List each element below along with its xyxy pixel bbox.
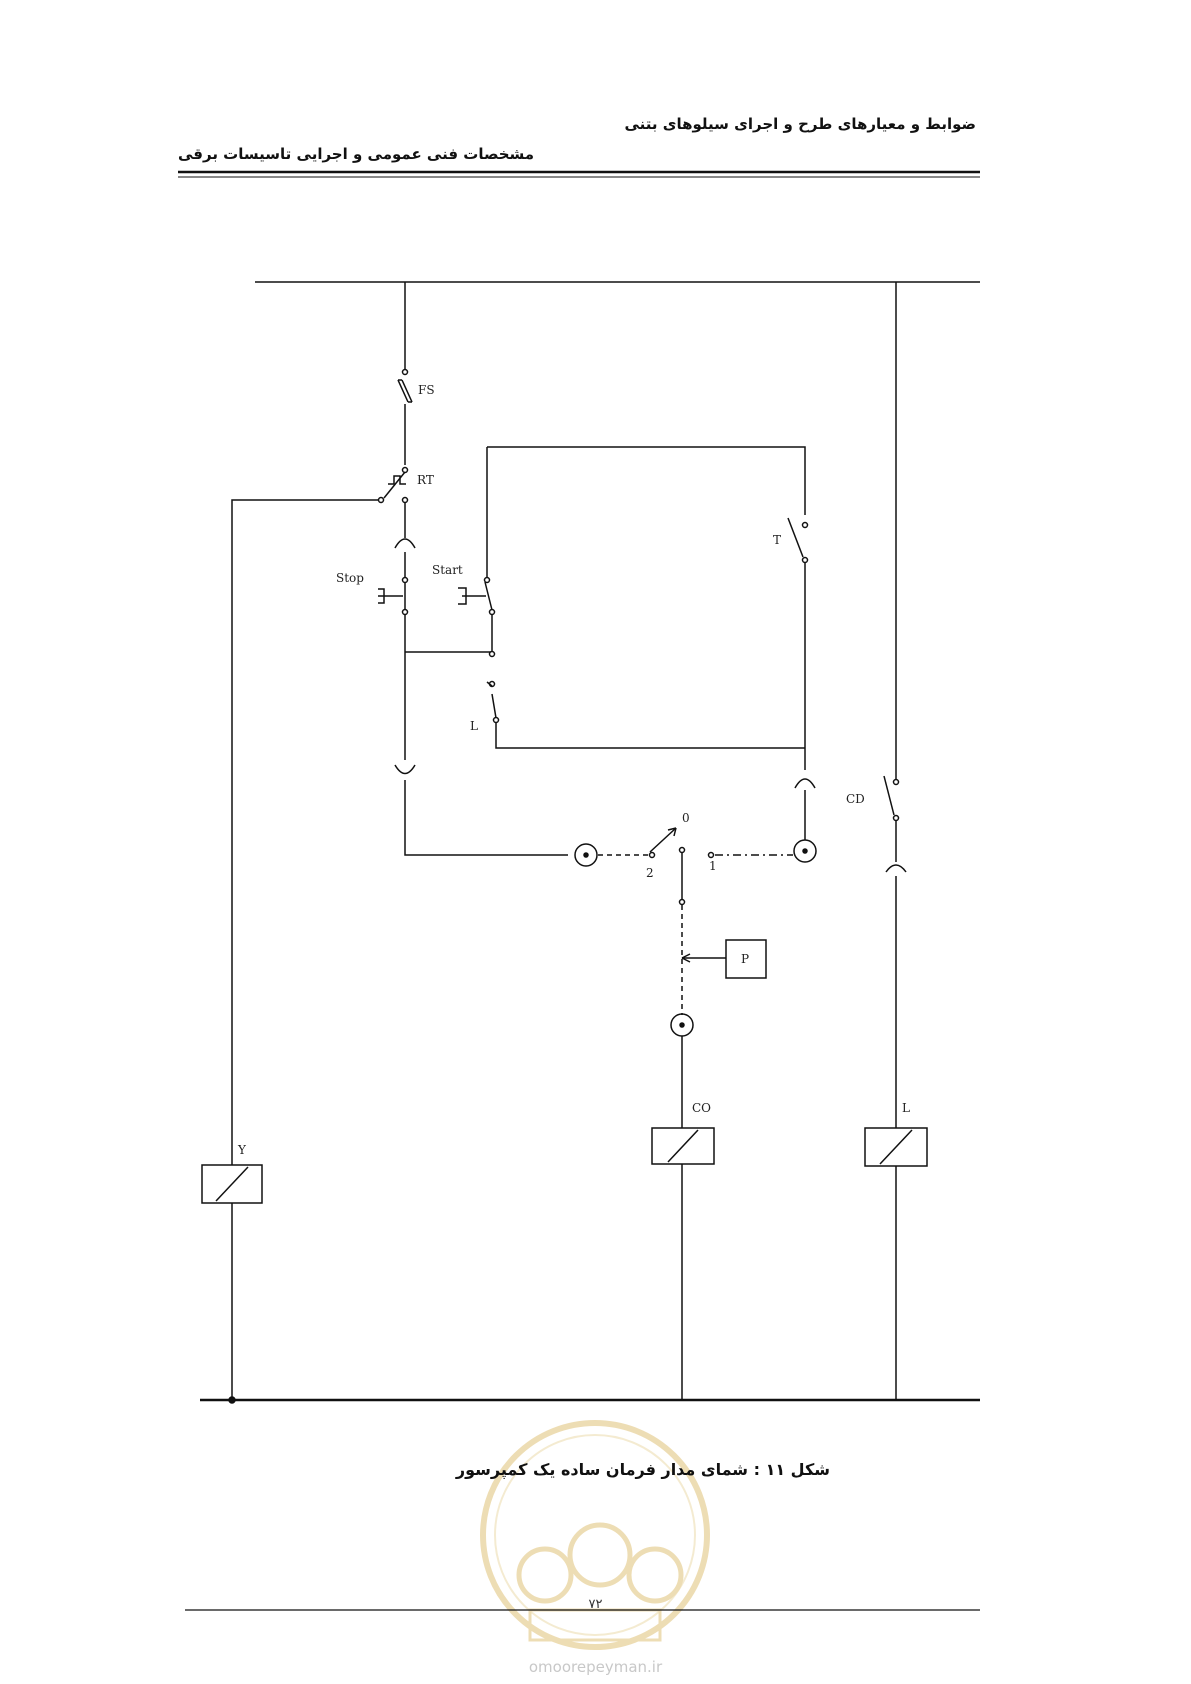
label-selector-1: 1 [709,859,717,873]
wire-to-selector [404,780,568,856]
terminal-left [574,843,598,867]
terminal-right [793,839,817,863]
figure-caption: شکل ۱۱ : شمای مدار فرمان ساده یک کمپرسور [455,1460,830,1479]
label-l-contact: L [470,719,478,733]
page-number: ۷۲ [588,1597,603,1612]
label-stop: Stop [336,571,364,585]
contact-cd [883,775,900,822]
label-selector-0: 0 [682,811,690,825]
contact-l [486,650,500,724]
wire-loop-top [487,446,806,515]
wire-y-branch [231,499,379,1165]
label-cd: CD [846,792,865,806]
coil-co [651,1127,715,1165]
label-l-coil: L [902,1101,910,1115]
connector-mid [394,764,416,775]
start-button [458,576,496,616]
label-co: CO [692,1101,711,1115]
running-header-title: ضوابط و معیارهای طرح و اجرای سیلوهای بتن… [624,115,976,133]
label-t: T [773,533,781,547]
fuse-fs [397,379,413,403]
label-start: Start [432,563,463,577]
connector-top [394,538,416,549]
wire-loop-bottom [495,722,805,749]
pressure-switch-p [681,939,767,979]
stop-button [378,576,409,616]
watermark-url: omoorepeyman.ir [528,1658,663,1676]
label-selector-2: 2 [646,866,654,880]
coil-y [201,1164,263,1204]
selector-switch [648,827,715,859]
watermark-logo [480,1420,710,1650]
thermal-relay-rt [377,466,409,504]
running-header-subtitle: مشخصات فنی عمومی و اجرایی تاسیسات برقی [178,145,535,163]
coil-l [864,1127,928,1167]
label-y: Y [237,1143,247,1157]
label-p: P [741,952,749,966]
connector-right [794,778,816,789]
label-rt: RT [417,473,434,487]
contact-t [787,517,809,564]
label-fs: FS [418,383,435,397]
connector-cd [885,864,907,873]
